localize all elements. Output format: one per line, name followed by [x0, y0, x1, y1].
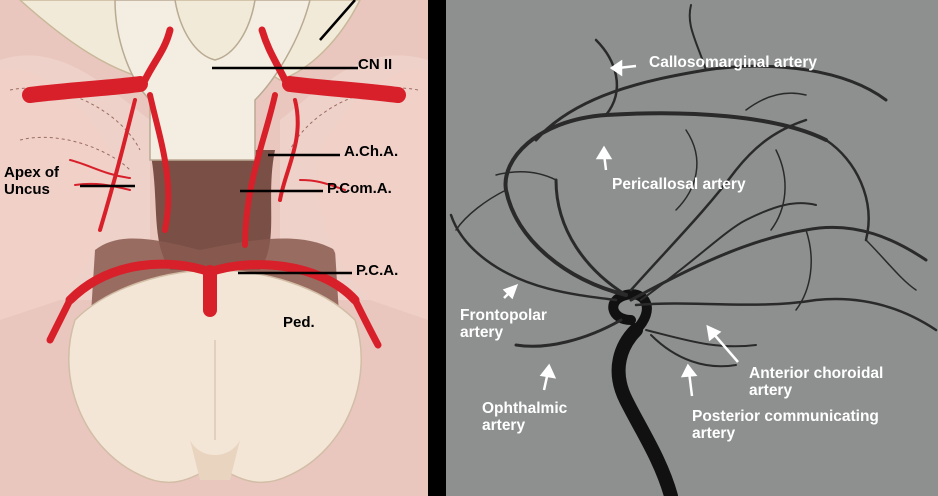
callosomarginal-artery-label: Callosomarginal artery [649, 54, 817, 71]
ophthalmic-artery-label: Ophthalmic artery [482, 400, 568, 435]
apex-of-uncus-label: Apex of Uncus [4, 164, 60, 198]
anatomy-illustration [0, 0, 428, 496]
anatomy-illustration-panel: CN II A.Ch.A. P.Com.A. P.C.A. Ped. Apex … [0, 0, 428, 496]
angiogram-image [446, 0, 938, 496]
acha-label: A.Ch.A. [344, 143, 399, 160]
cn2-label: CN II [358, 56, 393, 73]
posterior-communicating-artery-label: Posterior communicating artery [692, 408, 879, 443]
anterior-choroidal-artery-label: Anterior choroidal artery [749, 365, 884, 400]
frontopolar-artery-label: Frontopolar artery [460, 307, 547, 342]
angiogram-panel: Callosomarginal artery Pericallosal arte… [446, 0, 938, 496]
pericallosal-artery-label: Pericallosal artery [612, 176, 746, 193]
pca-label: P.C.A. [356, 262, 399, 279]
pcoma-label: P.Com.A. [327, 180, 392, 197]
peduncle-label: Ped. [283, 314, 315, 331]
